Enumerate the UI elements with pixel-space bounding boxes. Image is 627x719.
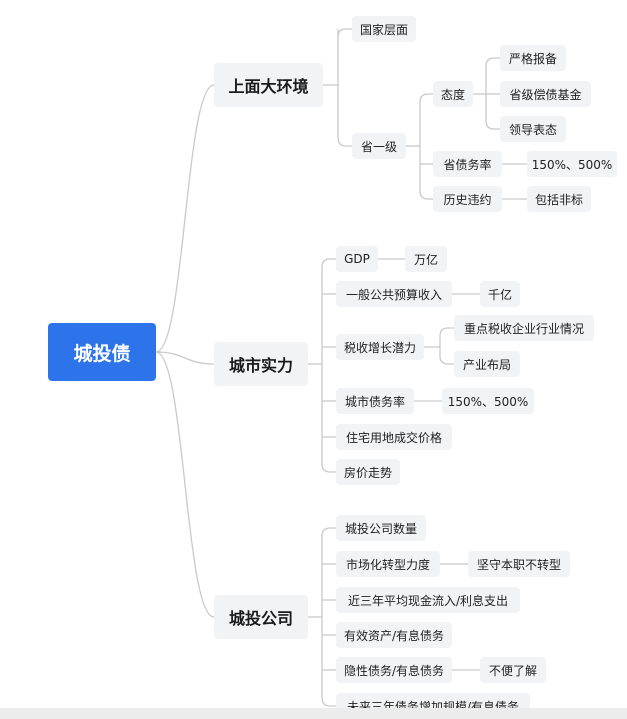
city-budget-value[interactable]: 千亿 (480, 281, 520, 307)
branch-city[interactable]: 城市实力 (214, 342, 308, 386)
horizontal-scrollbar[interactable] (0, 708, 627, 719)
branch-company[interactable]: 城投公司 (214, 595, 308, 639)
attitude-item-1[interactable]: 严格报备 (500, 45, 566, 71)
company-transform-node[interactable]: 市场化转型力度 (336, 551, 440, 577)
city-gdp-value[interactable]: 万亿 (405, 246, 447, 272)
company-transform-value[interactable]: 坚守本职不转型 (468, 551, 570, 577)
city-tax-node[interactable]: 税收增长潜力 (336, 334, 424, 360)
city-house-price-node[interactable]: 房价走势 (336, 459, 400, 485)
attitude-item-2[interactable]: 省级偿债基金 (500, 81, 591, 107)
tax-item-2[interactable]: 产业布局 (454, 351, 520, 377)
env-province-node[interactable]: 省一级 (352, 133, 406, 159)
province-default-node[interactable]: 历史违约 (433, 186, 502, 212)
province-debt-ratio-value[interactable]: 150%、500% (527, 151, 617, 177)
city-debt-ratio-node[interactable]: 城市债务率 (336, 388, 414, 414)
city-land-price-node[interactable]: 住宅用地成交价格 (336, 424, 452, 450)
company-cashflow-node[interactable]: 近三年平均现金流入/利息支出 (336, 587, 520, 613)
city-budget-node[interactable]: 一般公共预算收入 (336, 281, 452, 307)
branch-env[interactable]: 上面大环境 (214, 63, 323, 107)
company-hidden-debt-value[interactable]: 不便了解 (480, 657, 546, 683)
province-attitude-node[interactable]: 态度 (433, 81, 473, 107)
city-gdp-node[interactable]: GDP (336, 246, 378, 272)
city-debt-ratio-value[interactable]: 150%、500% (442, 388, 534, 414)
province-default-value[interactable]: 包括非标 (527, 186, 591, 212)
company-assets-node[interactable]: 有效资产/有息债务 (336, 622, 452, 648)
root-node[interactable]: 城投债 (48, 323, 156, 381)
company-hidden-debt-node[interactable]: 隐性债务/有息债务 (336, 657, 452, 683)
attitude-item-3[interactable]: 领导表态 (500, 116, 566, 142)
province-debt-ratio-node[interactable]: 省债务率 (433, 151, 502, 177)
company-count-node[interactable]: 城投公司数量 (336, 515, 426, 541)
tax-item-1[interactable]: 重点税收企业行业情况 (454, 315, 594, 341)
env-national-node[interactable]: 国家层面 (352, 16, 416, 42)
